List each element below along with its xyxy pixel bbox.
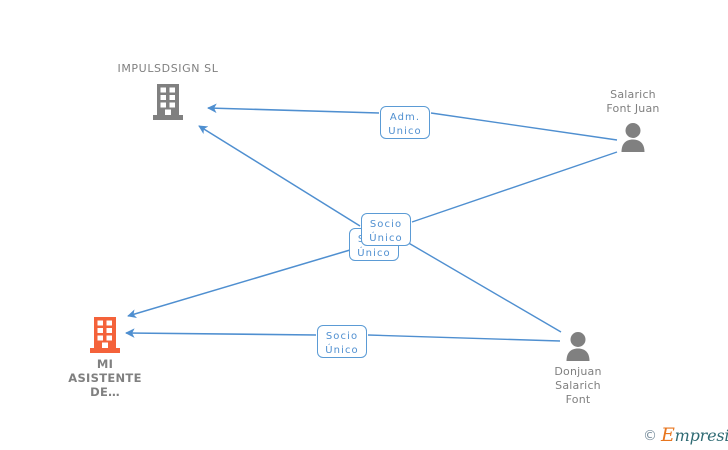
building-icon (90, 317, 120, 353)
edge-socio-unico-front-left (198, 125, 361, 227)
edge-label-socio-unico-front[interactable]: Socio Único (361, 213, 411, 246)
node-impulsdsign-sl[interactable]: IMPULSDSIGN SL (108, 62, 228, 120)
node-mi-asistente-de[interactable]: MI ASISTENTE DE… (45, 315, 165, 399)
node-donjuan-salarich-font-label: Donjuan Salarich Font (554, 365, 602, 406)
brand-initial: E (661, 424, 675, 446)
node-mi-asistente-de-label: MI ASISTENTE DE… (68, 357, 142, 399)
edge-socio-unico-back-right (399, 237, 562, 333)
brand-rest: mpresia (674, 426, 728, 445)
brand-name: Empresia (661, 426, 728, 445)
empresia-watermark: © Empresia (643, 426, 728, 445)
edge-socio-unico-lower-left (125, 328, 317, 338)
person-icon (566, 332, 590, 361)
node-salarich-font-juan[interactable]: Salarich Font Juan (575, 88, 691, 153)
node-donjuan-salarich-font[interactable]: Donjuan Salarich Font (520, 330, 636, 407)
edge-label-adm-unico[interactable]: Adm. Unico (380, 106, 430, 139)
node-impulsdsign-sl-label: IMPULSDSIGN SL (117, 62, 219, 75)
person-icon (621, 123, 645, 152)
building-icon (153, 84, 183, 120)
edge-adm-unico-left (207, 103, 380, 114)
edge-socio-unico-back-left (127, 249, 351, 319)
edge-socio-unico-lower-right (367, 334, 561, 342)
edge-socio-unico-front-right (411, 151, 618, 223)
node-salarich-font-juan-label: Salarich Font Juan (606, 88, 660, 115)
edge-adm-unico-right (430, 112, 618, 141)
copyright-icon: © (643, 427, 657, 444)
edge-label-socio-unico-lower[interactable]: Socio Único (317, 325, 367, 358)
